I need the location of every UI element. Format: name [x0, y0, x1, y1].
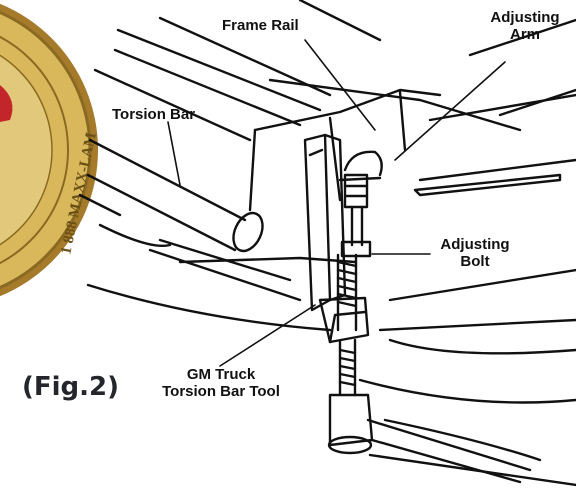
label-frame-rail: Frame Rail: [222, 17, 299, 34]
label-gm-truck-tool: GM Truck Torsion Bar Tool: [146, 366, 296, 400]
company-seal-icon: 1 888 MAXX-LAM: [0, 3, 100, 297]
label-adjusting-arm-line1: Adjusting: [490, 9, 560, 26]
label-torsion-bar: Torsion Bar: [112, 106, 196, 123]
label-adjusting-arm: Adjusting Arm: [480, 9, 570, 43]
label-adjusting-bolt: Adjusting Bolt: [425, 236, 525, 270]
label-tool-line1: GM Truck: [186, 366, 256, 383]
label-tool-line2: Torsion Bar Tool: [162, 383, 280, 400]
figure-caption: (Fig.2): [22, 372, 120, 402]
label-adjusting-arm-line2: Arm: [509, 26, 540, 43]
label-adjusting-bolt-line2: Bolt: [460, 253, 490, 270]
line-art: [78, 0, 576, 487]
label-adjusting-bolt-line1: Adjusting: [440, 236, 510, 253]
